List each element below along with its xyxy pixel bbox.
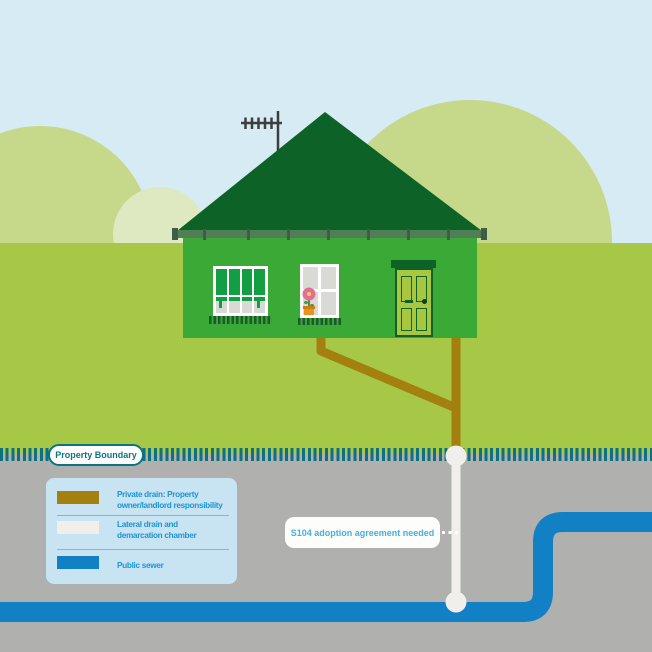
door-letterbox bbox=[405, 300, 413, 303]
property-boundary-text: Property Boundary bbox=[55, 450, 137, 460]
window-box-left bbox=[209, 316, 272, 324]
window-glass bbox=[321, 267, 336, 289]
legend-swatch-private-drain bbox=[57, 491, 99, 504]
s104-connector-dots bbox=[442, 531, 458, 534]
flower-center bbox=[307, 292, 311, 296]
flower-stem bbox=[308, 297, 310, 308]
legend-label-private-drain: Private drain: Property owner/landlord r… bbox=[117, 489, 237, 511]
blind-cord bbox=[257, 299, 260, 308]
gutter-bracket bbox=[287, 229, 290, 240]
door-panel bbox=[416, 276, 427, 302]
legend-label-line: Public sewer bbox=[117, 561, 164, 570]
legend-label-line: demarcation chamber bbox=[117, 531, 197, 540]
legend-divider bbox=[57, 549, 229, 550]
door-panel bbox=[401, 276, 412, 302]
door-panel bbox=[416, 308, 427, 331]
door-knob bbox=[422, 299, 427, 304]
gutter-bracket bbox=[327, 229, 330, 240]
legend-label-lateral-drain: Lateral drain and demarcation chamber bbox=[117, 519, 237, 541]
legend-swatch-public-sewer bbox=[57, 556, 99, 569]
flower-leaf bbox=[304, 301, 308, 304]
gutter-cap-right bbox=[481, 228, 487, 240]
gutter-bracket bbox=[247, 229, 250, 240]
legend-label-line: owner/landlord responsibility bbox=[117, 501, 223, 510]
window-glass bbox=[303, 267, 318, 289]
flower-leaf bbox=[310, 304, 314, 307]
window-blind bbox=[228, 269, 240, 295]
property-boundary-dashed-line bbox=[0, 448, 652, 461]
s104-text: S104 adoption agreement needed bbox=[290, 527, 435, 538]
window-glass bbox=[228, 297, 240, 313]
window-blind bbox=[216, 269, 227, 295]
gutter-bracket bbox=[367, 229, 370, 240]
gutter-bracket bbox=[407, 229, 410, 240]
legend-label-public-sewer: Public sewer bbox=[117, 560, 237, 571]
property-boundary-label: Property Boundary bbox=[48, 444, 144, 466]
blind-cord bbox=[219, 299, 222, 308]
window-glass bbox=[241, 297, 253, 313]
gutter-bracket bbox=[203, 229, 206, 240]
s104-label: S104 adoption agreement needed bbox=[285, 517, 440, 548]
window-blind bbox=[254, 269, 265, 295]
legend-label-line: Private drain: Property bbox=[117, 490, 199, 499]
door-lintel bbox=[391, 260, 436, 268]
window-glass bbox=[321, 292, 336, 315]
flower-pot bbox=[304, 309, 314, 315]
gutter-bracket bbox=[447, 229, 450, 240]
door-panel bbox=[401, 308, 412, 331]
gutter-cap-left bbox=[172, 228, 178, 240]
gutter-bar bbox=[173, 230, 487, 238]
window-box-middle bbox=[298, 318, 342, 325]
flower-pot-rim bbox=[303, 306, 315, 309]
window-blind bbox=[241, 269, 253, 295]
legend-swatch-lateral-drain bbox=[57, 521, 99, 534]
legend-label-line: Lateral drain and bbox=[117, 520, 178, 529]
legend-divider bbox=[57, 515, 229, 516]
